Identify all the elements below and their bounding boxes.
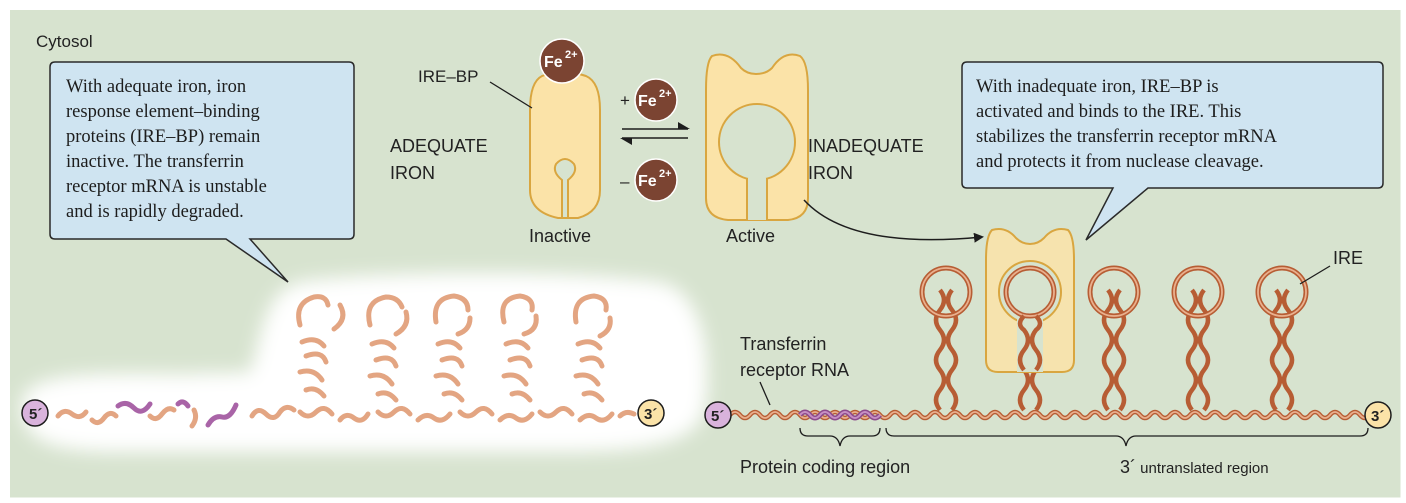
- inadequate-iron-line-2: IRON: [808, 163, 853, 183]
- utr-bracket: [885, 427, 1369, 447]
- bound-iron-charge: 2+: [565, 49, 578, 61]
- coding-region-bracket: [799, 427, 881, 447]
- removed-iron-ion: Fe 2+: [634, 158, 678, 202]
- bound-iron-circle: [539, 38, 585, 84]
- active-label: Active: [726, 226, 775, 246]
- degraded-stem-loop-2: [366, 294, 410, 403]
- added-iron-charge: 2+: [659, 88, 672, 100]
- right-callout-line-4: and protects it from nuclease cleavage.: [976, 152, 1264, 172]
- ire-bp-pointer-line: [489, 81, 533, 109]
- removed-iron-symbol: Fe: [638, 173, 657, 190]
- added-iron-circle: [634, 78, 678, 122]
- ire-stem-loop-4: [1171, 265, 1225, 412]
- bound-iron-symbol: Fe: [544, 54, 563, 71]
- transferrin-pointer-line: [759, 381, 771, 406]
- added-iron-ion: Fe 2+: [634, 78, 678, 122]
- left-three-prime-label: 3´: [644, 406, 657, 423]
- binding-arrow: [803, 199, 984, 243]
- right-five-prime-label: 5´: [711, 408, 724, 425]
- forward-arrow-head: [678, 122, 690, 129]
- bound-iron-ion: Fe 2+: [539, 38, 585, 84]
- left-callout-line-4: inactive. The transferrin: [66, 152, 244, 172]
- right-callout-text: With inadequate iron, IRE–BP is activate…: [976, 77, 1278, 172]
- right-callout-box: [961, 61, 1384, 241]
- right-callout-line-2: activated and binds to the IRE. This: [976, 102, 1241, 122]
- right-three-prime-cap: [1364, 401, 1392, 429]
- plus-sign: +: [620, 91, 630, 110]
- removed-iron-charge: 2+: [659, 168, 672, 180]
- right-three-prime-label: 3´: [1371, 408, 1384, 425]
- transferrin-label-line-1: Transferrin: [740, 334, 826, 354]
- ire-bp-label: IRE–BP: [418, 67, 478, 86]
- left-callout-text: With adequate iron, iron response elemen…: [66, 77, 267, 222]
- transferrin-label-line-2: receptor RNA: [740, 360, 849, 380]
- active-ire-bp-pocket: [718, 103, 796, 181]
- right-five-prime-cap: [704, 401, 732, 429]
- left-five-prime-cap: [21, 399, 49, 427]
- degrading-mrna: 5´: [21, 293, 665, 429]
- utr-label: 3´ untranslated region: [1120, 457, 1269, 477]
- ire-label: IRE: [1333, 248, 1363, 268]
- coding-region-highlight: [799, 411, 881, 419]
- inadequate-iron-line-1: INADEQUATE: [808, 136, 924, 156]
- left-callout-line-3: proteins (IRE–BP) remain: [66, 127, 260, 147]
- right-callout-line-3: stabilizes the transferrin receptor mRNA: [976, 127, 1278, 147]
- minus-sign: –: [620, 172, 630, 191]
- left-callout-box: [49, 61, 355, 283]
- ire-stem-loop-1: [919, 265, 973, 412]
- inactive-ire-bp-slot: [553, 158, 577, 219]
- reverse-arrow-head: [620, 138, 632, 145]
- cytosol-label: Cytosol: [36, 32, 93, 51]
- utr-label-prime: 3´: [1120, 457, 1136, 477]
- protein-coding-region-label: Protein coding region: [740, 457, 910, 477]
- left-callout-line-1: With adequate iron, iron: [66, 77, 246, 97]
- left-callout-line-5: receptor mRNA is unstable: [66, 177, 267, 197]
- utr-label-rest: untranslated region: [1136, 460, 1269, 477]
- stabilized-mrna: 5´ 3´: [704, 228, 1392, 429]
- right-callout-line-1: With inadequate iron, IRE–BP is: [976, 77, 1219, 97]
- adequate-iron-line-2: IRON: [390, 163, 435, 183]
- adequate-iron-line-1: ADEQUATE: [390, 136, 488, 156]
- active-ire-bp: [705, 53, 809, 221]
- bound-ire-bp: [985, 228, 1075, 373]
- removed-iron-circle: [634, 158, 678, 202]
- left-callout-line-2: response element–binding: [66, 102, 260, 122]
- active-ire-bp-opening: [747, 178, 767, 220]
- ire-stem-loop-3: [1087, 265, 1141, 412]
- ire-stem-loop-5: [1255, 265, 1309, 412]
- degraded-stem-loop-1: [296, 294, 346, 399]
- inactive-ire-bp: [529, 71, 601, 219]
- equilibrium-arrows: [620, 122, 690, 145]
- left-five-prime-label: 5´: [29, 406, 42, 423]
- inactive-label: Inactive: [529, 226, 591, 246]
- degraded-stem-loop-5: [572, 293, 613, 403]
- added-iron-symbol: Fe: [638, 93, 657, 110]
- left-three-prime-cap: [637, 399, 665, 427]
- degraded-stem-loop-3: [432, 293, 473, 403]
- left-callout-line-6: and is rapidly degraded.: [66, 202, 244, 222]
- ire-pointer-line: [1299, 265, 1331, 285]
- inactive-ire-bp-shape: [529, 71, 601, 219]
- degraded-stem-loop-4: [500, 293, 539, 403]
